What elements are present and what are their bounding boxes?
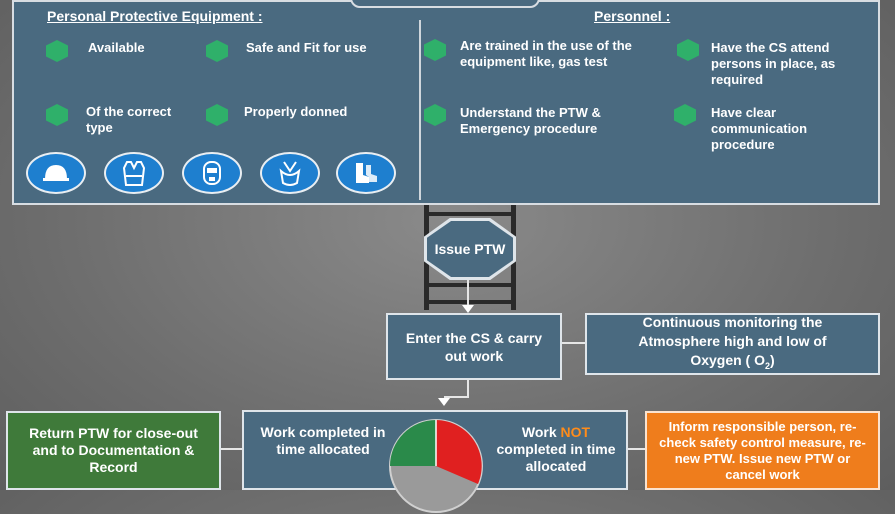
ladder-rung (424, 300, 516, 304)
monitoring-line-3-prefix: Oxygen ( O (690, 351, 765, 368)
work-not-completed-label: Work NOT completed in time allocated (486, 424, 626, 475)
personnel-item-communication: Have clear communication procedure (711, 105, 808, 152)
personnel-heading: Personnel : (594, 8, 671, 24)
work-not-prefix: Work (521, 424, 561, 440)
ladder-rung (424, 283, 516, 287)
arrow-down-icon (462, 305, 474, 313)
inform-node: Inform responsible person, re-check safe… (645, 411, 880, 490)
hexagon-bullet-icon (424, 39, 446, 61)
connector-enter-to-work (467, 380, 469, 398)
harness-icon (260, 152, 320, 194)
personnel-item-trained: Are trained in the use of the equipment … (460, 38, 632, 69)
hexagon-bullet-icon (674, 104, 696, 126)
personnel-item-attend: Have the CS attend persons in place, as … (711, 40, 836, 87)
monitoring-line-3-suffix: ) (770, 351, 775, 368)
clock-pie-icon (389, 419, 483, 513)
connector-enter-to-monitoring (562, 342, 587, 344)
hexagon-bullet-icon (206, 104, 228, 126)
connector-work-to-inform (628, 448, 646, 450)
ppe-item-properly-donned: Properly donned (244, 104, 348, 119)
not-highlight: NOT (560, 424, 591, 440)
boots-icon (336, 152, 396, 194)
enter-cs-node: Enter the CS & carry out work (386, 313, 562, 380)
arrow-down-icon (438, 398, 450, 406)
oxygen-subscript: 2 (765, 360, 771, 371)
hexagon-bullet-icon (677, 39, 699, 61)
hexagon-bullet-icon (206, 40, 228, 62)
monitoring-line-1: Continuous monitoring the (642, 313, 823, 330)
work-outcome-node: Work completed in time allocated Work NO… (242, 410, 628, 513)
return-ptw-node: Return PTW for close-out and to Document… (6, 411, 221, 490)
requirements-panel: Personal Protective Equipment : Personne… (12, 0, 880, 205)
issue-ptw-node: Issue PTW (427, 221, 513, 277)
ladder-rung (424, 212, 516, 216)
face-mask-icon (182, 152, 242, 194)
vest-icon (104, 152, 164, 194)
panel-divider (419, 20, 421, 200)
ppe-item-available: Available (88, 40, 145, 55)
personnel-item-understand: Understand the PTW & Emergency procedure (460, 105, 601, 136)
helmet-icon (26, 152, 86, 194)
monitoring-line-2: Atmosphere high and low of (638, 332, 827, 349)
connector-work-to-return (221, 448, 243, 450)
hexagon-bullet-icon (46, 104, 68, 126)
ppe-item-correct-type: Of the correct type (86, 104, 172, 135)
ppe-item-safe-fit: Safe and Fit for use (246, 40, 367, 55)
work-not-suffix: completed in time allocated (496, 441, 616, 474)
ppe-heading: Personal Protective Equipment : (47, 8, 263, 24)
monitoring-line-3: Oxygen ( O2) (690, 351, 774, 376)
hexagon-bullet-icon (424, 104, 446, 126)
top-tab (350, 0, 540, 8)
connector-issue-to-enter (467, 280, 469, 308)
hexagon-bullet-icon (46, 40, 68, 62)
monitoring-node: Continuous monitoring the Atmosphere hig… (585, 313, 880, 375)
connector-enter-to-work-h (444, 396, 469, 398)
work-completed-label: Work completed in time allocated (260, 424, 386, 457)
